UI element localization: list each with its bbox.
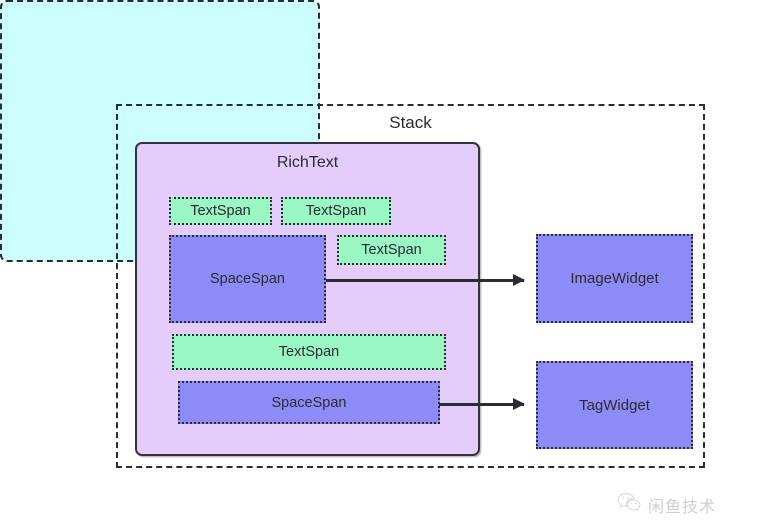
node-textspan-3: TextSpan [337, 235, 446, 265]
node-image-widget: ImageWidget [536, 234, 693, 323]
stack-title: Stack [389, 113, 432, 132]
node-spacespan-2: SpaceSpan [178, 381, 440, 424]
node-label: TextSpan [361, 242, 422, 258]
node-textspan-4: TextSpan [172, 334, 446, 370]
node-label: ImageWidget [570, 270, 659, 287]
stack-container: Stack [116, 104, 705, 468]
node-spacespan-1: SpaceSpan [169, 235, 326, 323]
node-label: SpaceSpan [210, 271, 285, 287]
node-textspan-2: TextSpan [281, 197, 391, 225]
arrow-spacespan-to-tagwidget [439, 403, 524, 406]
node-label: TextSpan [190, 203, 251, 219]
watermark-text: 闲鱼技术 [648, 496, 717, 516]
node-label: TagWidget [579, 396, 650, 414]
node-tag-widget: TagWidget [536, 361, 693, 449]
wechat-icon [617, 492, 641, 517]
node-textspan-1: TextSpan [169, 197, 272, 225]
watermark: 闲鱼技术 [617, 492, 716, 517]
node-label: TextSpan [278, 344, 340, 360]
node-label: SpaceSpan [271, 394, 347, 411]
node-label: TextSpan [305, 203, 367, 219]
richtext-title: RichText [276, 154, 339, 171]
arrow-spacespan-to-imagewidget [326, 279, 524, 282]
